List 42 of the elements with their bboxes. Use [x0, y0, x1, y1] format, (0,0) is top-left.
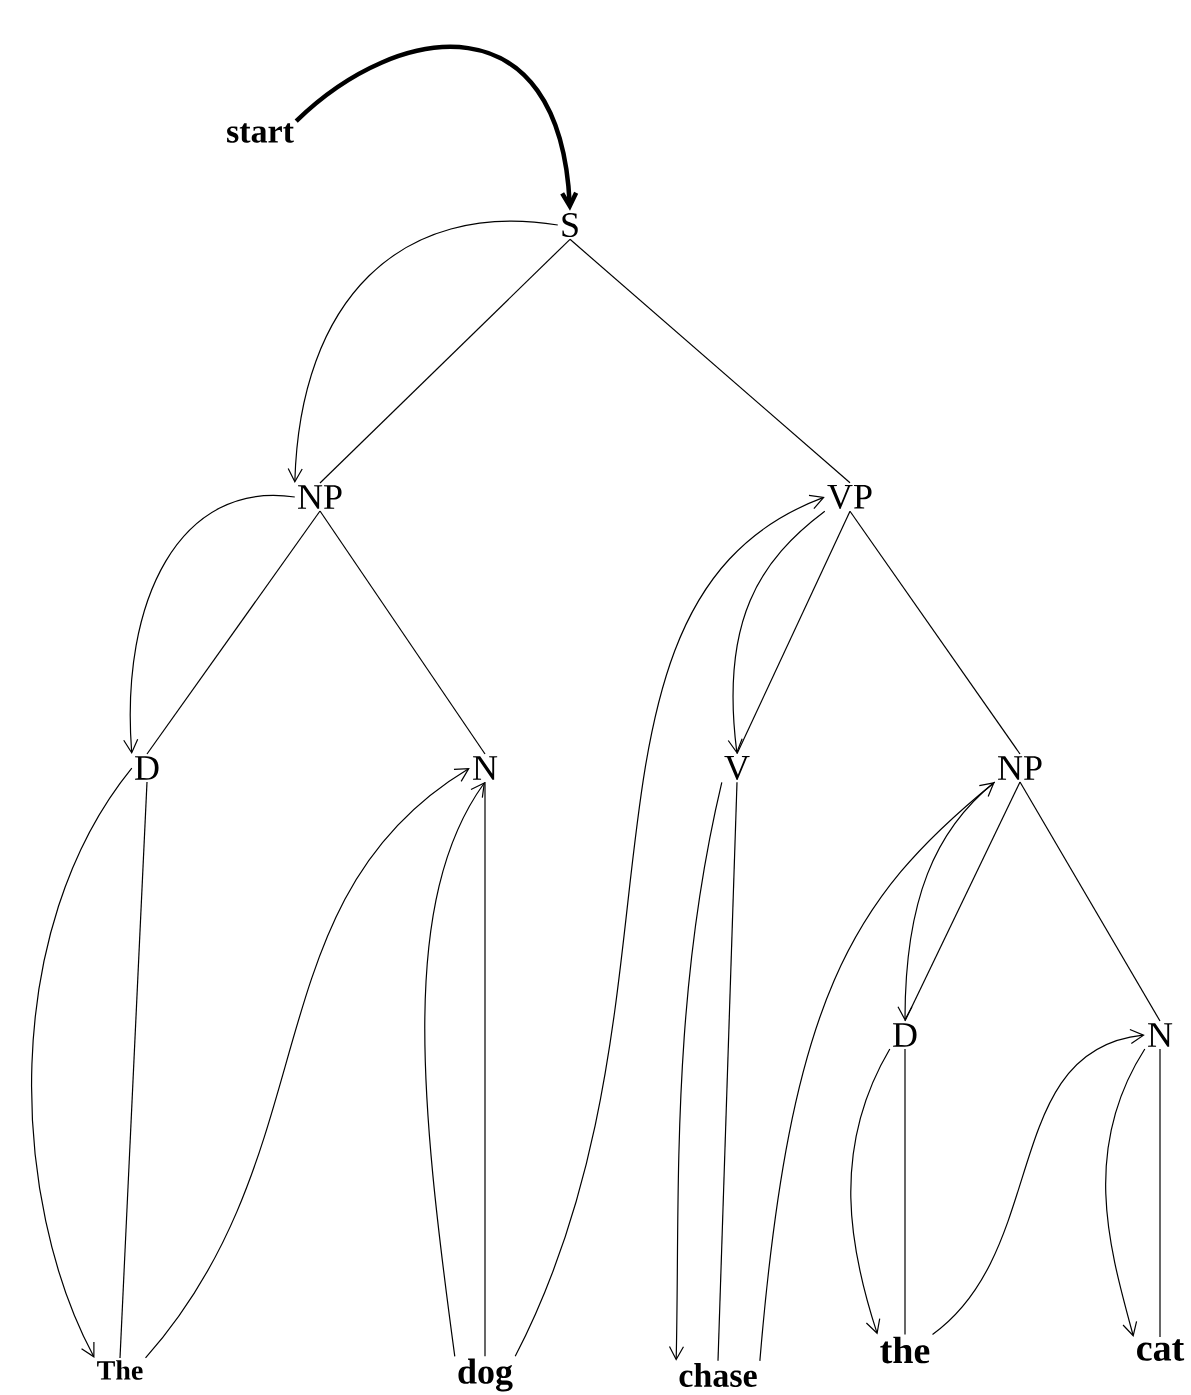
arrow [424, 782, 485, 1357]
tree-branch [717, 781, 738, 1362]
word-label: cat [1137, 1339, 1185, 1361]
tree-branch [319, 510, 486, 755]
arrow [514, 494, 825, 1357]
tree-branch [904, 781, 1021, 1022]
arrow [931, 1028, 1145, 1336]
tree-branch [1159, 1048, 1161, 1338]
tree-branch [569, 238, 851, 484]
tree-label: S [562, 212, 578, 238]
arrow [294, 45, 579, 211]
arrow [144, 768, 470, 1359]
arrow [1105, 1048, 1146, 1337]
word-label: The [97, 1360, 143, 1380]
word-label: the [880, 1336, 930, 1364]
arrow [668, 781, 723, 1361]
start-label: start [227, 123, 294, 143]
word-label: dog [458, 1358, 513, 1392]
arrow [850, 1048, 891, 1335]
arrow [287, 220, 559, 484]
arrow [897, 781, 996, 1021]
tree-label: VP [827, 484, 872, 510]
arrow [31, 767, 133, 1358]
tree-branch [1019, 781, 1161, 1022]
arrow [759, 782, 995, 1362]
arrow [123, 494, 296, 754]
tree-label: D [893, 1023, 917, 1047]
tree-branch [904, 1048, 906, 1336]
tree-label: NP [998, 756, 1042, 780]
tree-label: D [135, 756, 159, 780]
tree-branch [119, 781, 148, 1359]
tree-branch [849, 510, 1021, 755]
tree-label: N [1148, 1023, 1173, 1047]
tree-label: NP [298, 485, 342, 509]
tree-branch [319, 238, 571, 484]
tree-branch [736, 510, 851, 755]
tree-label: V [724, 755, 750, 781]
tree-branch [146, 510, 321, 755]
tree-label: N [473, 756, 498, 780]
arrow [727, 510, 826, 754]
tree-branch [484, 781, 486, 1357]
word-label: chase [679, 1363, 757, 1387]
